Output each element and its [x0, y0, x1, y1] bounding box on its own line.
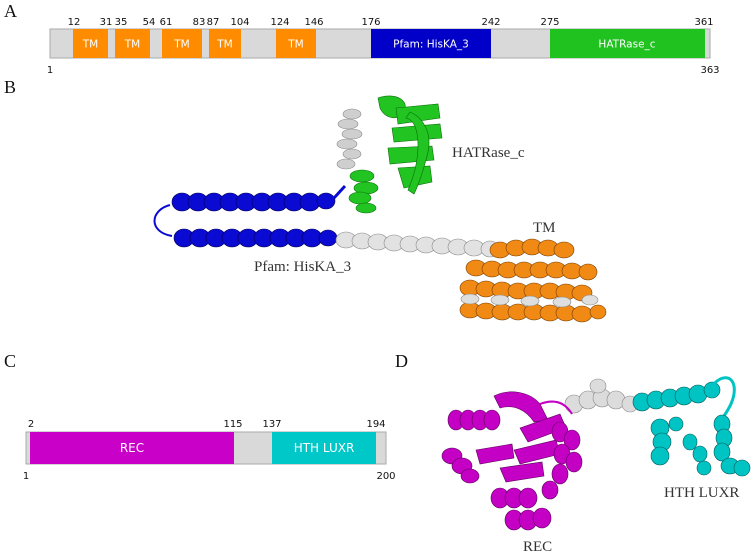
rec-end: 115 — [223, 419, 242, 430]
tm-domain-3 — [162, 29, 202, 58]
tm1-start: 12 — [68, 17, 81, 28]
structure-d-grey — [564, 378, 639, 414]
structure-b-hiska — [153, 184, 347, 248]
rec-domain — [30, 432, 234, 464]
hatrase-structure-label: HATRase_c — [452, 145, 525, 161]
tm3-start: 61 — [160, 17, 173, 28]
hatrase-start: 275 — [540, 17, 559, 28]
structure-b-grey-top — [336, 108, 363, 170]
hatrase-end: 361 — [694, 17, 713, 28]
tm4-start: 87 — [207, 17, 220, 28]
hth-luxr-end: 194 — [366, 419, 385, 430]
hth-luxr-structure-label: HTH LUXR — [664, 485, 739, 501]
tm5-end: 146 — [304, 17, 323, 28]
hth-luxr-domain — [272, 432, 376, 464]
tm4-end: 104 — [230, 17, 249, 28]
protein1-start: 1 — [47, 65, 53, 76]
structure-b-hatrase — [348, 95, 443, 214]
tm1-end: 31 — [100, 17, 113, 28]
tm2-end: 54 — [143, 17, 156, 28]
protein2-start: 1 — [23, 471, 29, 482]
tm3-end: 83 — [193, 17, 206, 28]
tm-domain-1 — [73, 29, 108, 58]
hth-luxr-start: 137 — [262, 419, 281, 430]
tm5-start: 124 — [270, 17, 289, 28]
tm-domain-5 — [276, 29, 316, 58]
hatrase-domain — [550, 29, 705, 58]
tm-domain-3-label: TM — [173, 39, 189, 51]
tm-domain-2-label: TM — [124, 39, 140, 51]
structure-d-hth — [632, 376, 751, 477]
tm-domain-1-label: TM — [82, 39, 98, 51]
rec-domain-label: REC — [120, 441, 144, 455]
structure-b-grey-linker — [335, 231, 500, 258]
hatrase-domain-label: HATRase_c — [598, 39, 655, 51]
panel-label-b: B — [4, 77, 16, 97]
hiska3-domain — [371, 29, 491, 58]
protein1-end: 363 — [700, 65, 719, 76]
structure-b-ribbon — [153, 95, 607, 323]
rec-start: 2 — [28, 419, 34, 430]
hiska3-end: 242 — [481, 17, 500, 28]
hiska3-structure-label: Pfam: HisKA_3 — [254, 259, 351, 275]
hiska3-start: 176 — [361, 17, 380, 28]
panel-label-c: C — [4, 351, 16, 371]
hiska3-domain-label: Pfam: HisKA_3 — [393, 39, 469, 51]
panel-label-a: A — [4, 1, 17, 21]
tm-structure-label: TM — [533, 220, 556, 236]
panel-label-d: D — [395, 351, 408, 371]
tm-domain-2 — [115, 29, 150, 58]
tm-domain-5-label: TM — [287, 39, 303, 51]
protein2-end: 200 — [376, 471, 395, 482]
structure-b-tm-grey — [460, 293, 599, 308]
tm-domain-4 — [209, 29, 241, 58]
structure-d-ribbon — [441, 376, 751, 531]
hth-luxr-domain-label: HTH LUXR — [294, 441, 355, 455]
structure-d-rec — [441, 391, 583, 531]
tm-domain-4-label: TM — [216, 39, 232, 51]
tm2-start: 35 — [115, 17, 128, 28]
rec-structure-label: REC — [523, 539, 552, 555]
